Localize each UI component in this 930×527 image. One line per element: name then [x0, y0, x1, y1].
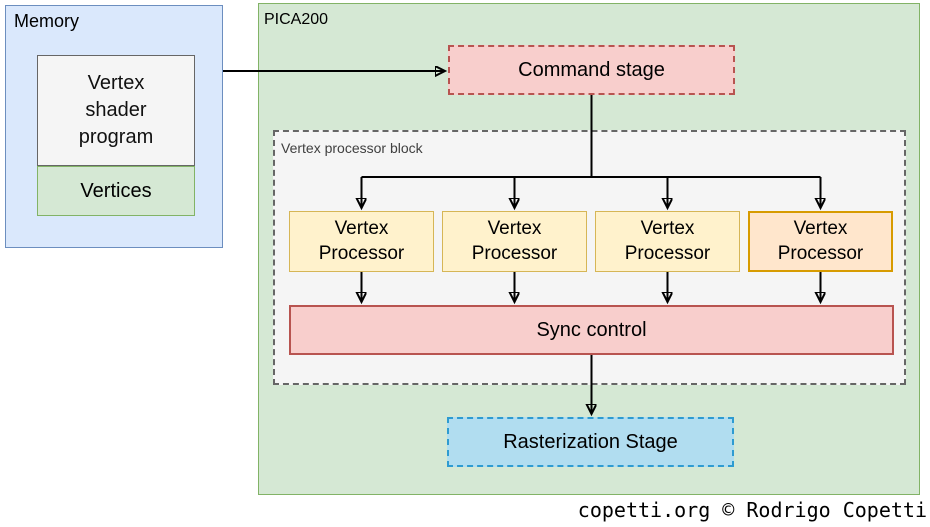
vertices-box: Vertices: [37, 166, 195, 216]
credit-text: copetti.org © Rodrigo Copetti: [577, 498, 927, 522]
vertex-processor-box-1: Vertex Processor: [289, 211, 434, 272]
memory-label: Memory: [14, 11, 80, 31]
command-stage-box: Command stage: [448, 45, 735, 95]
vertex-processor-block-label: Vertex processor block: [281, 140, 423, 156]
sync-control-box: Sync control: [289, 305, 894, 355]
rasterization-stage-box: Rasterization Stage: [447, 417, 734, 467]
vertex-processor-box-2: Vertex Processor: [442, 211, 587, 272]
vertex-processor-box-4: Vertex Processor: [748, 211, 893, 272]
vertex-processor-box-3: Vertex Processor: [595, 211, 740, 272]
vertex-shader-program-box: Vertex shader program: [37, 55, 195, 166]
pica200-label: PICA200: [264, 11, 329, 28]
